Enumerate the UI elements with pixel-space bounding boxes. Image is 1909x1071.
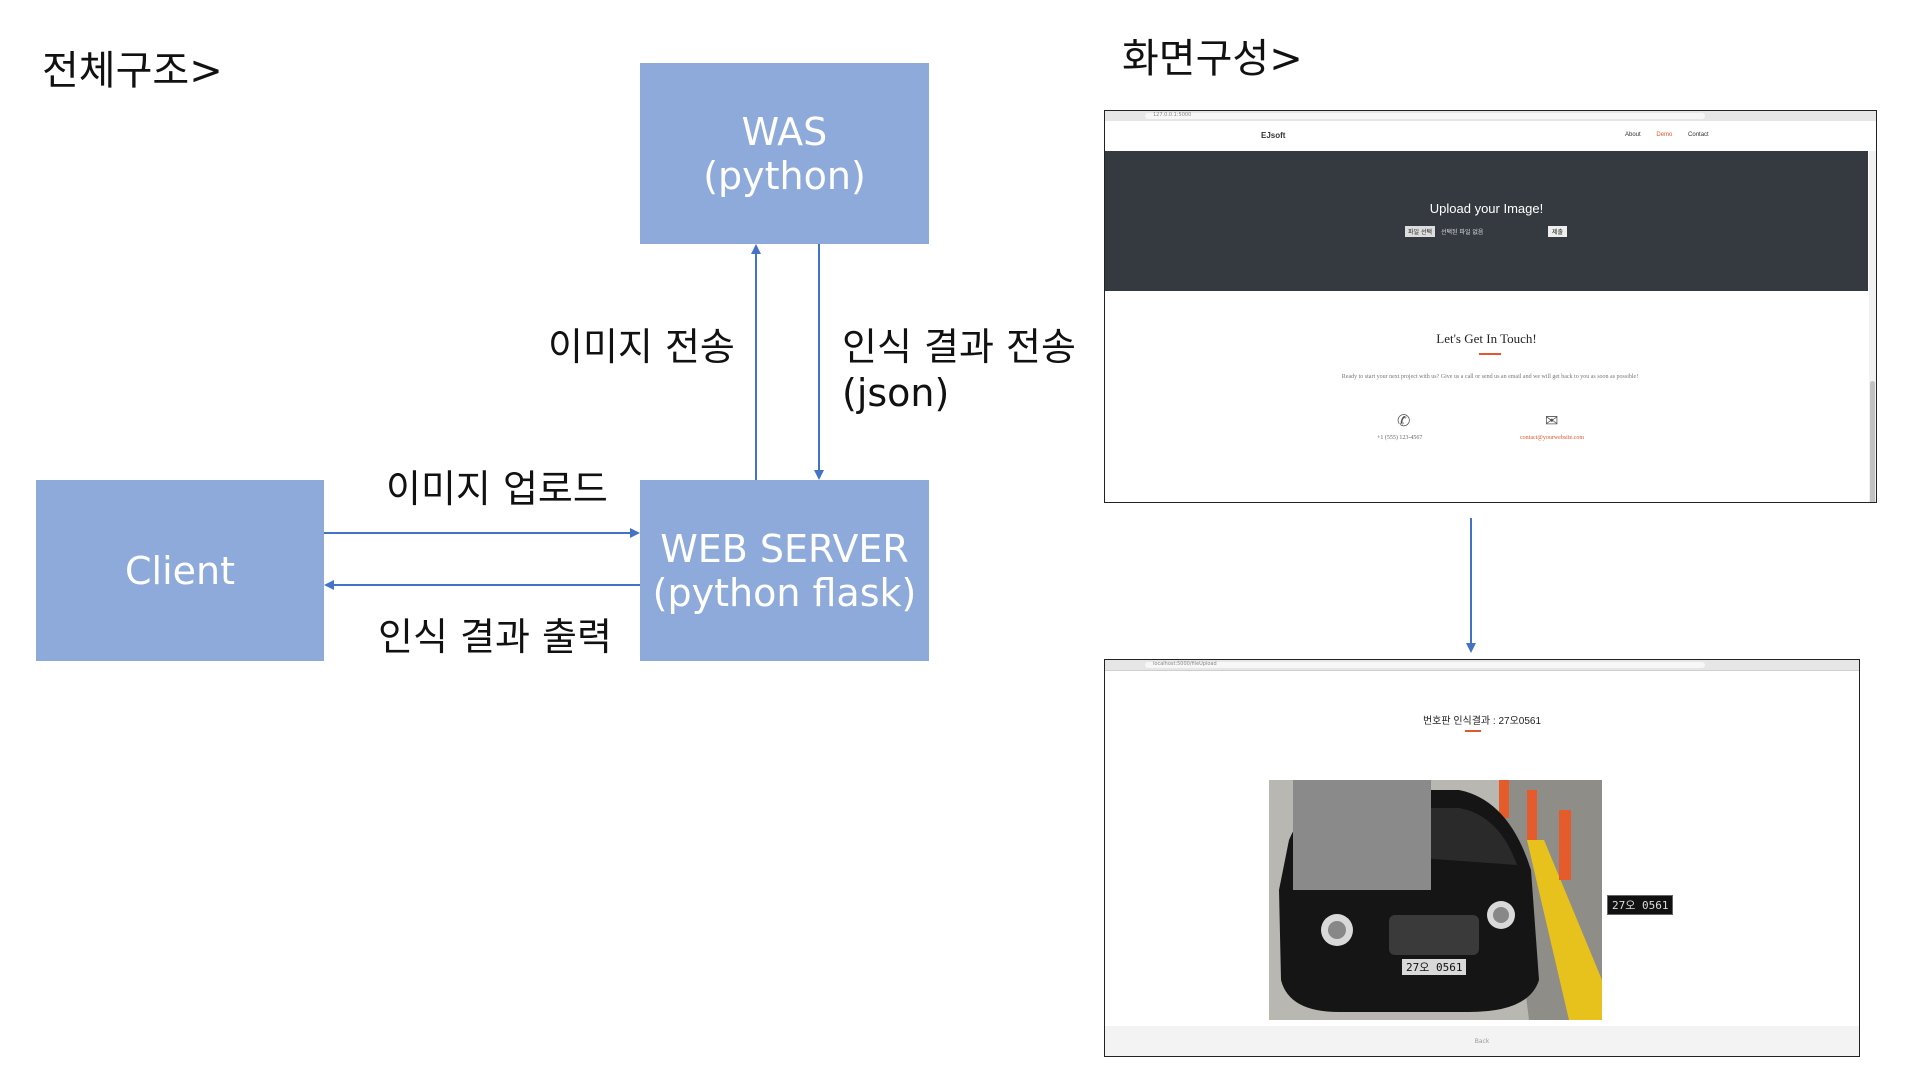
address-bar-2[interactable]: localhost:5000/fileUpload xyxy=(1145,661,1705,668)
phone-number: +1 (555) 123-4567 xyxy=(1377,435,1423,441)
browser-chrome-2: localhost:5000/fileUpload xyxy=(1105,660,1859,671)
address-text: 127.0.0.1:5000 xyxy=(1153,112,1192,118)
scrollbar-thumb[interactable] xyxy=(1870,381,1875,502)
scrollbar[interactable] xyxy=(1869,151,1876,502)
overall-structure-title: 전체구조> xyxy=(42,48,223,94)
web-server-node: WEB SERVER (python flask) xyxy=(640,480,929,661)
image-send-label: 이미지 전송 xyxy=(548,325,735,369)
nav-demo[interactable]: Demo xyxy=(1656,132,1673,138)
site-brand[interactable]: EJsoft xyxy=(1261,131,1286,140)
result-send-label: 인식 결과 전송 (json) xyxy=(842,325,1076,415)
result-page-screenshot: localhost:5000/fileUpload 번호판 인식결과 : 27오… xyxy=(1104,659,1860,1057)
detected-plate-crop: 27오 0561 xyxy=(1607,895,1674,915)
result-footer: Back xyxy=(1105,1026,1859,1056)
submit-button[interactable]: 제출 xyxy=(1548,226,1568,237)
web-server-node-label: WEB SERVER (python flask) xyxy=(652,526,917,615)
upload-page-screenshot: 127.0.0.1:5000 EJsoft About Demo Contact… xyxy=(1104,110,1877,503)
client-node: Client xyxy=(36,480,324,661)
phone-icon: ✆ xyxy=(1397,411,1411,430)
car-photo: 27오 0561 xyxy=(1269,780,1602,1020)
nav-about[interactable]: About xyxy=(1625,132,1641,138)
contact-heading: Let's Get In Touch! xyxy=(1436,331,1537,346)
was-node-label: WAS (python) xyxy=(703,109,866,198)
result-output-label: 인식 결과 출력 xyxy=(378,615,612,659)
address-bar[interactable]: 127.0.0.1:5000 xyxy=(1145,112,1705,119)
nav-contact[interactable]: Contact xyxy=(1688,132,1709,138)
plate-result-text: 번호판 인식결과 : 27오0561 xyxy=(1422,716,1542,727)
client-node-label: Client xyxy=(124,548,235,593)
was-node: WAS (python) xyxy=(640,63,929,244)
file-status: 선택된 파일 없음 xyxy=(1441,229,1484,236)
site-navbar: EJsoft About Demo Contact xyxy=(1105,121,1876,151)
upload-hero: Upload your Image! 파일 선택 선택된 파일 없음 제출 xyxy=(1105,151,1868,291)
heading-divider xyxy=(1479,353,1501,355)
image-upload-label: 이미지 업로드 xyxy=(386,467,608,511)
file-select-button[interactable]: 파일 선택 xyxy=(1405,226,1435,237)
car-license-plate: 27오 0561 xyxy=(1402,959,1467,975)
address-text-2: localhost:5000/fileUpload xyxy=(1153,661,1217,667)
screen-layout-title: 화면구성> xyxy=(1122,36,1303,82)
nav-links: About Demo Contact xyxy=(1625,132,1723,138)
envelope-icon: ✉ xyxy=(1545,411,1559,430)
contact-description: Ready to start your next project with us… xyxy=(1341,374,1639,380)
upload-heading: Upload your Image! xyxy=(1429,201,1544,216)
back-link[interactable]: Back xyxy=(1474,1038,1490,1045)
email-link[interactable]: contact@yourwebsite.com xyxy=(1520,435,1585,441)
result-divider xyxy=(1465,730,1481,732)
car-illustration xyxy=(1269,780,1602,1020)
